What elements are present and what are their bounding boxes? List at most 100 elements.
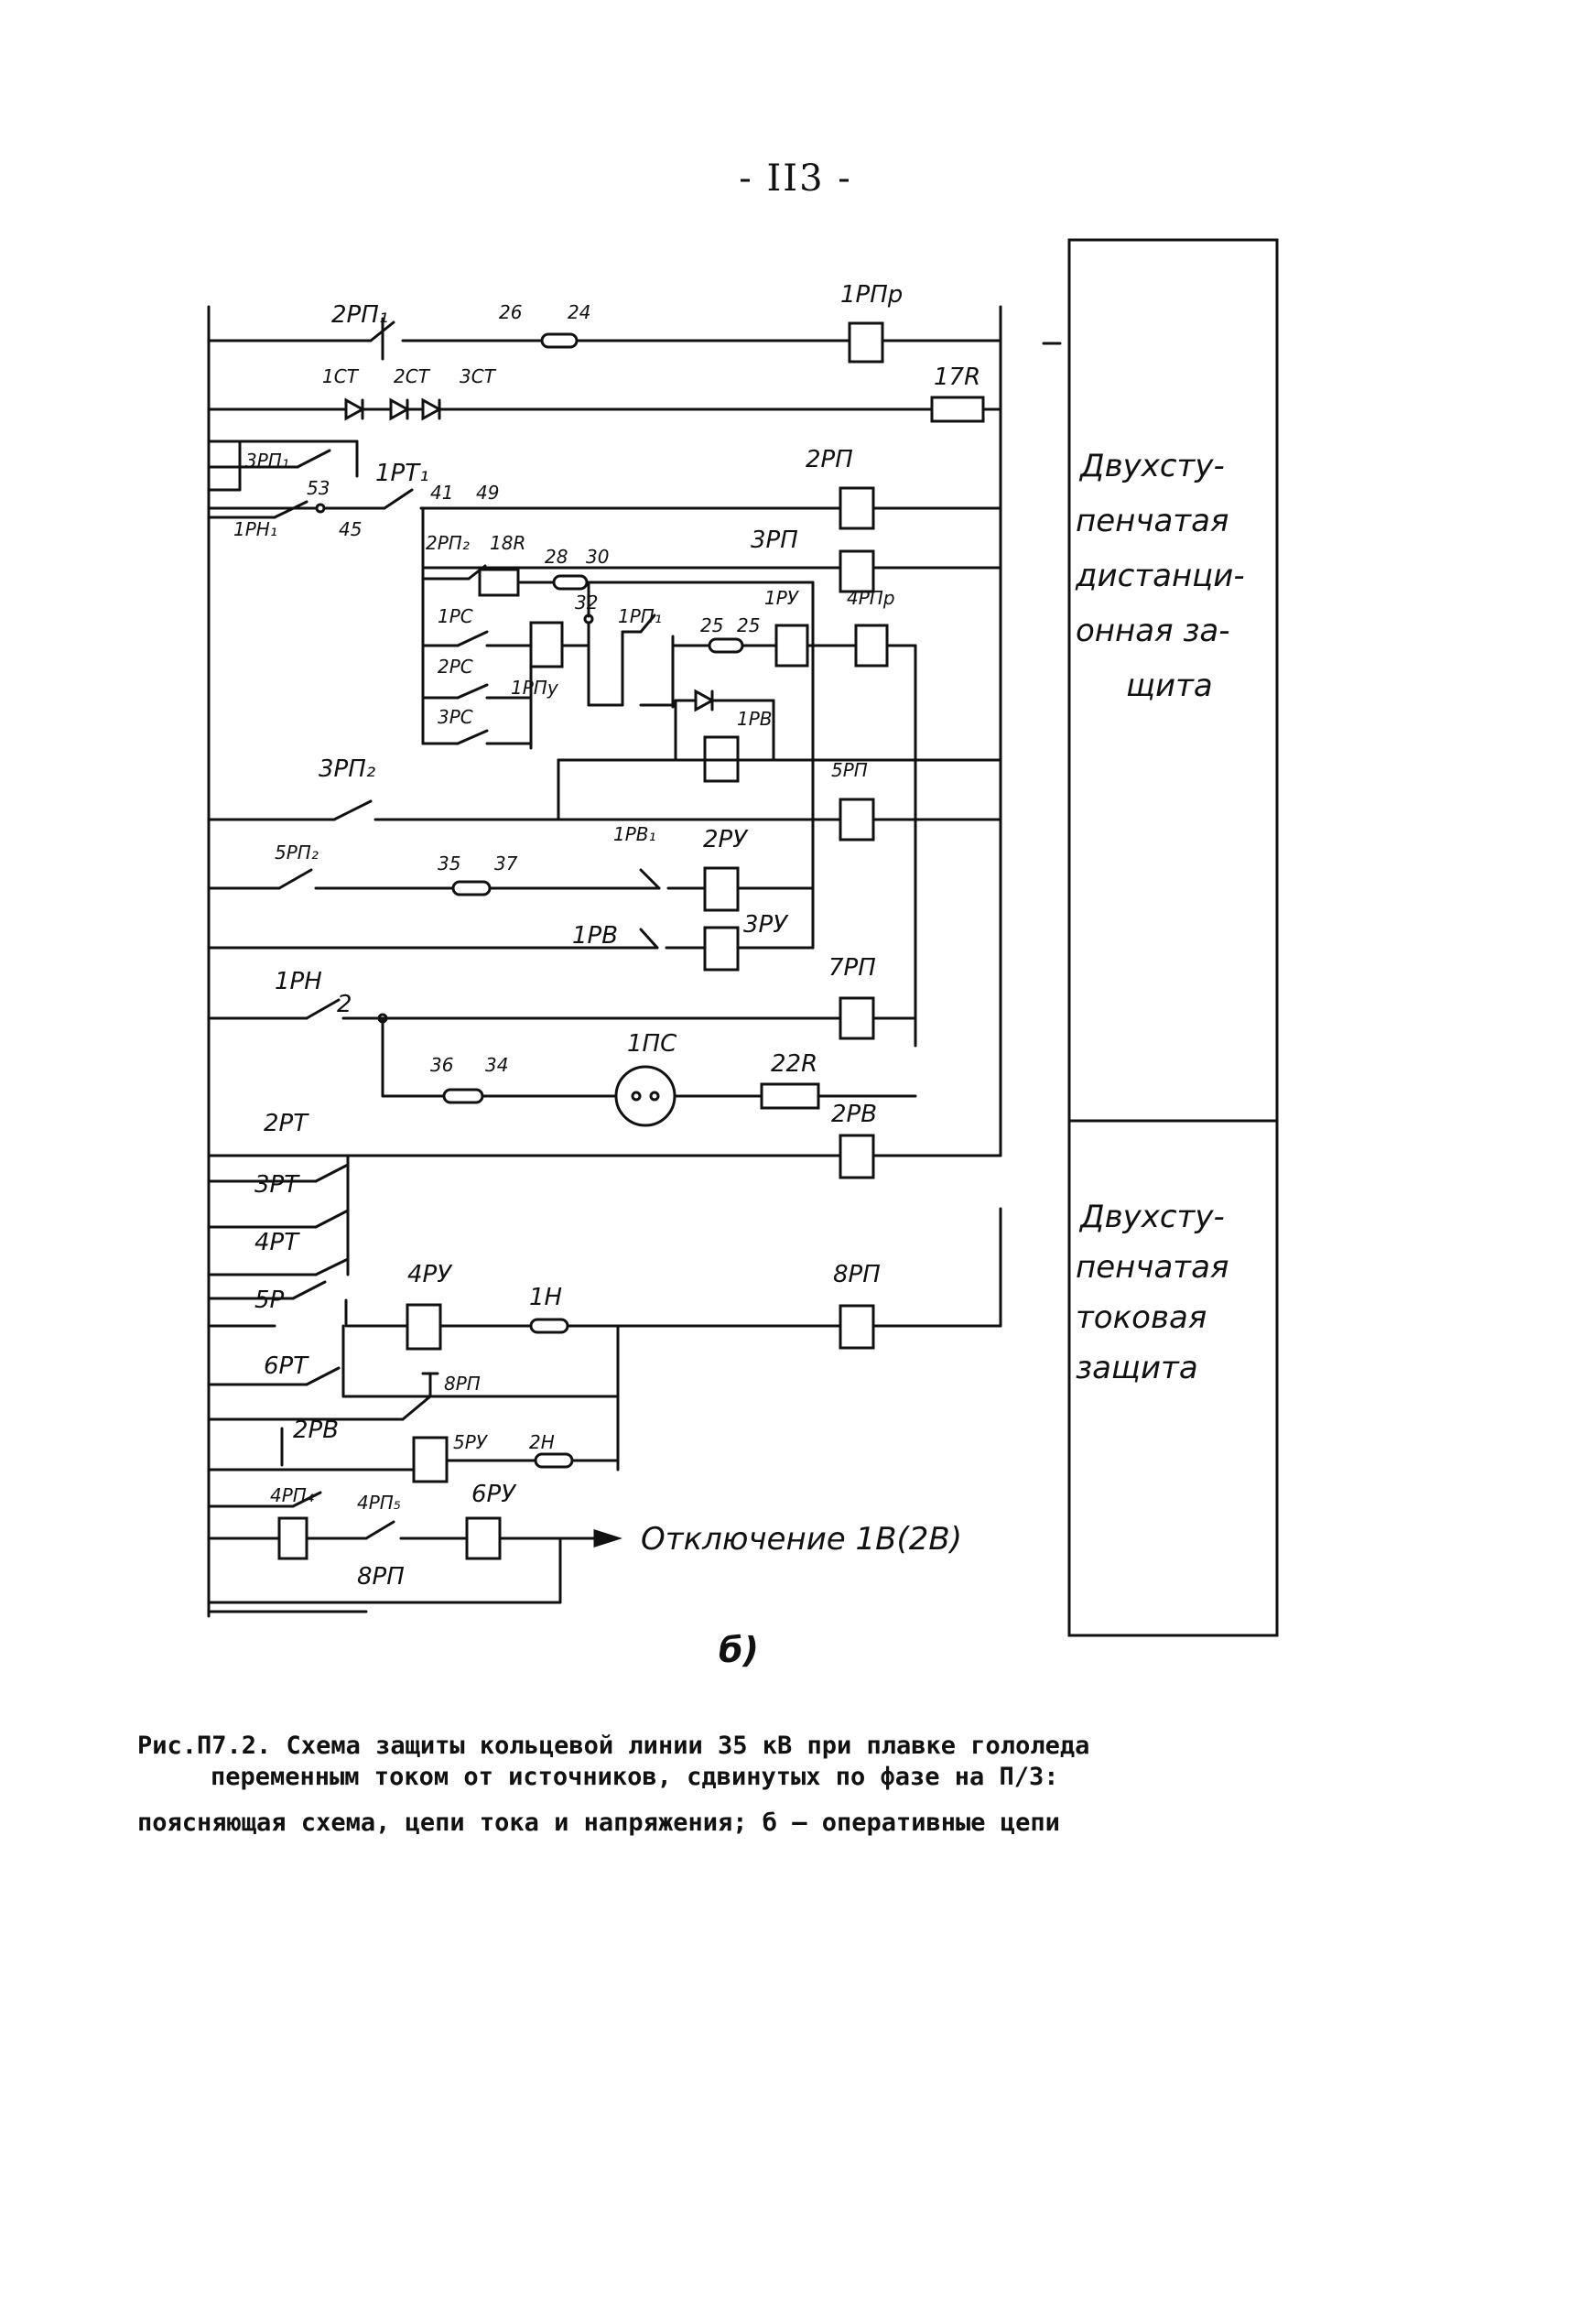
side-text-2-line-1: Двухсту- <box>1078 1199 1225 1235</box>
side-block-current <box>1067 1119 1279 1637</box>
label-53: 53 <box>307 477 330 499</box>
label-25a: 25 <box>700 614 723 636</box>
label-5rt: 5Р <box>254 1287 285 1314</box>
label-2: 2 <box>337 991 352 1018</box>
label-35: 35 <box>438 852 460 874</box>
coil-8rp <box>839 1304 875 1350</box>
label-4rt: 4РТ <box>254 1229 300 1256</box>
label-17r: 17R <box>934 364 980 391</box>
side-text-2-line-4: защита <box>1076 1350 1198 1386</box>
label-2rt: 2РТ <box>264 1110 309 1137</box>
label-3rp2: 3РП₂ <box>319 755 375 783</box>
label-4rp5: 4РП₅ <box>357 1492 401 1514</box>
caption-line-1: Рис.П7.2. Схема защиты кольцевой линии 3… <box>137 1732 1090 1760</box>
coil-3ru <box>703 926 740 972</box>
coil-1ru <box>774 624 809 668</box>
label-4rp4: 4РП₄ <box>270 1484 314 1506</box>
label-1rs: 1РС <box>438 605 473 627</box>
label-25b: 25 <box>737 614 760 636</box>
coil-4ru <box>406 1303 442 1351</box>
coil-4rpp <box>854 624 889 668</box>
relay-protection-diagram: 2РП₁ 26 24 1РПр 1СТ 2СТ 3СТ 17R 3РП₁ 53 … <box>207 238 1279 1670</box>
coil-3rp <box>839 549 875 593</box>
label-1rn2: 1РН <box>275 968 322 995</box>
label-5rp2: 5РП₂ <box>275 842 319 863</box>
label-3rt: 3РТ <box>254 1171 300 1199</box>
side-text-1-line-1: Двухсту- <box>1078 448 1225 484</box>
label-2ru: 2РУ <box>703 826 749 853</box>
label-1rv1: 1РВ₁ <box>613 823 656 845</box>
coil-2rv <box>839 1134 875 1179</box>
label-1rpu: 1РПу <box>511 677 559 699</box>
label-3ru: 3РУ <box>743 911 789 939</box>
caption-line-3: поясняющая схема, цепи тока и напряжения… <box>137 1808 1060 1837</box>
label-4rpp: 4РПр <box>847 587 895 609</box>
label-34: 34 <box>485 1054 508 1076</box>
label-37: 37 <box>494 852 518 874</box>
coil-5ru <box>412 1436 449 1483</box>
label-1rv: 1РВ <box>737 708 773 730</box>
side-text-2-line-2: пенчатая <box>1076 1249 1228 1286</box>
label-22r: 22R <box>771 1050 817 1078</box>
label-1rpp: 1РПр <box>840 281 903 309</box>
side-text-1-line-4: онная за- <box>1076 613 1230 649</box>
label-24: 24 <box>568 301 590 323</box>
label-2ct: 2СТ <box>394 365 431 387</box>
label-26: 26 <box>499 301 522 323</box>
figure-caption: Рис.П7.2. Схема защиты кольцевой линии 3… <box>137 1731 1419 1839</box>
lamp-1ps <box>614 1065 676 1127</box>
label-3rp: 3РП <box>751 527 798 554</box>
label-18r: 18R <box>490 532 525 554</box>
label-3ct: 3СТ <box>460 365 497 387</box>
label-8rp: 8РП <box>833 1261 881 1288</box>
label-4ru: 4РУ <box>407 1261 453 1288</box>
resistor-22r <box>760 1082 820 1110</box>
label-8rp-c: 8РП <box>357 1563 405 1591</box>
label-1rp1: 1РП₁ <box>618 605 662 627</box>
sub-label: б) <box>719 1630 759 1670</box>
coil-1rpu <box>529 621 564 668</box>
page-number: - II3 - <box>739 157 852 200</box>
label-45: 45 <box>339 518 362 540</box>
label-1ct: 1СТ <box>322 365 360 387</box>
label-5rp: 5РП <box>831 759 868 781</box>
label-2rv: 2РВ <box>831 1101 877 1128</box>
label-1ps: 1ПС <box>627 1030 677 1058</box>
label-28: 28 <box>545 546 568 568</box>
resistor-18r <box>478 568 520 597</box>
label-6rt: 6РТ <box>264 1352 309 1380</box>
coil-5rp <box>839 798 875 842</box>
label-41: 41 <box>430 482 453 504</box>
coil-6ru <box>465 1516 502 1560</box>
label-1ru: 1РУ <box>764 587 800 609</box>
side-text-2-line-3: токовая <box>1076 1299 1207 1336</box>
label-8rp-b: 8РП <box>444 1373 481 1395</box>
label-30: 30 <box>586 546 609 568</box>
label-2rs: 2РС <box>438 656 473 678</box>
output-label: Отключение 1В(2В) <box>641 1521 962 1558</box>
label-1rv-b: 1РВ <box>572 922 618 950</box>
label-49: 49 <box>476 482 499 504</box>
resistor-17r <box>930 396 985 423</box>
side-text-1-line-2: пенчатая <box>1076 503 1228 539</box>
label-6ru: 6РУ <box>471 1481 517 1508</box>
side-text-1-line-3: дистанци- <box>1075 558 1245 594</box>
contact-4rp4 <box>277 1516 308 1560</box>
label-1rt1: 1РТ₁ <box>375 460 429 487</box>
label-3rp1: 3РП₁ <box>245 450 289 472</box>
label-2rp: 2РП <box>806 446 853 473</box>
coil-7rp <box>839 996 875 1040</box>
label-1h: 1Н <box>529 1284 562 1311</box>
label-1rn1: 1РН₁ <box>233 518 277 540</box>
label-32: 32 <box>575 592 598 614</box>
label-5ru: 5РУ <box>453 1431 489 1453</box>
label-2h: 2Н <box>529 1431 555 1453</box>
label-7rp: 7РП <box>828 954 876 982</box>
coil-2rp <box>839 486 875 530</box>
coil-1rpp <box>848 321 884 364</box>
label-2rv-b: 2РВ <box>293 1417 339 1444</box>
label-3rs: 3РС <box>438 706 473 728</box>
side-text-1-line-5: щита <box>1126 668 1213 704</box>
coil-2ru <box>703 866 740 912</box>
label-2rp1: 2РП₁ <box>331 301 388 329</box>
